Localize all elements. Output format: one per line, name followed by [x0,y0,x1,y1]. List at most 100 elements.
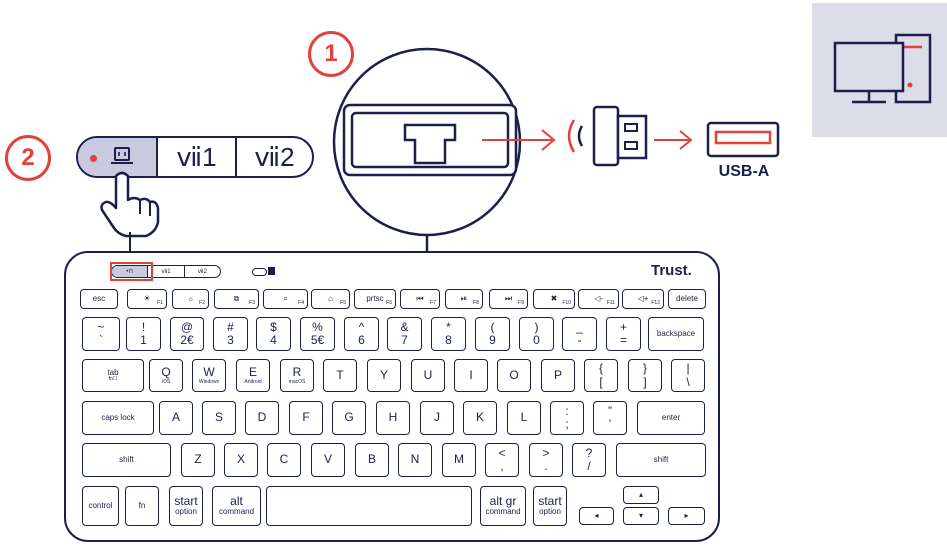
key-3-7[interactable]: J [420,401,454,435]
key-3-10[interactable]: :; [550,401,584,435]
key-label: X [236,452,245,467]
key-4-3[interactable]: C [267,443,301,477]
key-2-11[interactable]: {[ [584,359,618,392]
key-function-label: F5 [340,299,346,306]
key-2-12[interactable]: }] [628,359,662,392]
key-4-7[interactable]: M [442,443,476,477]
mini-switch-receiver[interactable]: •⊓ [112,266,149,277]
key-3-1[interactable]: A [159,401,193,435]
key-2-10[interactable]: P [541,359,575,392]
key-0-2[interactable]: ☼F2 [172,289,209,309]
key-label: shift [119,454,134,464]
key-label: prtsc [366,293,384,303]
key-0-11[interactable]: ◁-F11 [578,289,619,309]
key-0-8[interactable]: ⏯F8 [445,289,483,309]
key-3-6[interactable]: H [376,401,410,435]
key-secondary-label: ] [643,374,647,389]
key-label: ⌂ [328,293,333,303]
key-5-8[interactable]: ▴ [623,486,659,504]
key-3-8[interactable]: K [463,401,497,435]
key-4-8[interactable]: <, [485,443,519,477]
key-4-6[interactable]: N [398,443,432,477]
key-4-1[interactable]: Z [181,443,215,477]
key-1-7[interactable]: &7 [387,317,422,351]
key-4-9[interactable]: >. [529,443,563,477]
key-3-9[interactable]: L [507,401,541,435]
key-2-13[interactable]: |\ [671,359,705,392]
key-2-7[interactable]: U [411,359,445,392]
key-secondary-label: 5€ [310,333,325,347]
key-0-3[interactable]: ⧉F3 [214,289,259,309]
mini-switch-bt1[interactable]: ⅶ1 [148,266,185,277]
key-3-12[interactable]: enter [637,401,705,435]
mini-switch-bt2[interactable]: ⅶ2 [197,269,207,275]
arrow-to-receiver [482,129,556,151]
key-1-12[interactable]: += [606,317,641,351]
key-0-7[interactable]: ⏮F7 [400,289,440,309]
key-2-5[interactable]: T [323,359,357,392]
key-0-0[interactable]: esc [80,289,118,309]
key-3-5[interactable]: G [332,401,366,435]
switch-segment-bluetooth-2[interactable]: ⅶ2 [254,141,295,172]
key-0-9[interactable]: ⏭F9 [489,289,528,309]
key-1-0[interactable]: ~` [82,317,120,351]
key-0-1[interactable]: ☀F1 [127,289,167,309]
key-4-10[interactable]: ?/ [572,443,606,477]
key-label: T [336,367,344,382]
key-4-4[interactable]: V [311,443,345,477]
key-3-3[interactable]: D [245,401,279,435]
key-1-10[interactable]: )0 [519,317,554,351]
key-3-0[interactable]: caps lock [82,401,154,435]
key-1-5[interactable]: %5€ [300,317,335,351]
key-0-4[interactable]: ⌕F4 [263,289,308,309]
connection-mode-switch[interactable]: ⅶ1 ⅶ2 [76,136,314,178]
key-1-11[interactable]: _- [562,317,597,351]
key-1-3[interactable]: #3 [213,317,248,351]
key-2-6[interactable]: Y [367,359,401,392]
key-label: F [302,410,310,425]
key-1-2[interactable]: @2€ [170,317,204,351]
key-1-4[interactable]: $4 [256,317,291,351]
key-0-12[interactable]: ◁+F12 [622,289,664,309]
step-2-badge: 2 [5,135,51,181]
key-label: E [248,365,257,380]
key-5-9[interactable]: ▾ [623,507,659,525]
key-function-label: F8 [473,299,479,306]
key-1-8[interactable]: *8 [431,317,466,351]
key-1-13[interactable]: backspace [648,317,704,351]
key-2-8[interactable]: I [454,359,488,392]
switch-segment-bluetooth-1[interactable]: ⅶ1 [158,138,237,176]
key-1-1[interactable]: !1 [126,317,161,351]
key-3-11[interactable]: ”’ [593,401,627,435]
key-0-10[interactable]: ✖F10 [533,289,575,309]
key-1-6[interactable]: ^6 [344,317,379,351]
key-5-7[interactable]: ◂ [579,507,614,525]
key-4-0[interactable]: shift [82,443,171,477]
key-3-2[interactable]: S [202,401,236,435]
switch-segment-receiver[interactable] [78,138,158,176]
key-4-11[interactable]: shift [616,443,706,477]
key-label: # [227,319,234,334]
key-0-5[interactable]: ⌂ F5 [311,289,350,309]
key-4-5[interactable]: B [355,443,389,477]
key-1-9[interactable]: (9 [475,317,510,351]
key-4-2[interactable]: X [224,443,258,477]
key-5-1[interactable]: fn [125,486,159,526]
key-5-0[interactable]: control [82,486,119,526]
key-2-9[interactable]: O [497,359,531,392]
key-secondary-label: - [577,333,582,347]
key-3-4[interactable]: F [289,401,323,435]
key-0-13[interactable]: delete [668,289,706,309]
key-5-10[interactable]: ▸ [668,507,705,525]
key-5-4[interactable] [266,486,472,526]
